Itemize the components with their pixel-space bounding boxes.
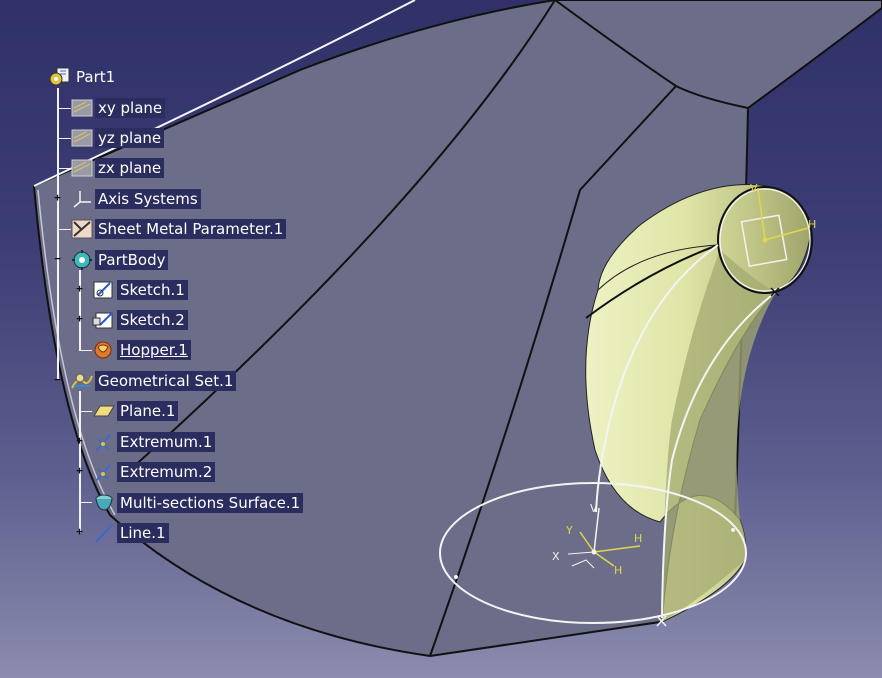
expand-toggle-line1[interactable]: + [76,525,83,538]
tree-node-extremum2[interactable]: Extremum.2 [92,461,216,483]
bottom-axis-label-x: X [552,550,560,563]
vertex-marker-top [770,287,780,297]
tree-connector [79,270,81,350]
sheet-metal-top-edge [33,0,416,187]
top-section-highlight [719,188,811,292]
tree-label: Sheet Metal Parameter.1 [95,219,287,239]
tree-label: Line.1 [117,523,169,543]
tree-label: Part1 [76,68,116,86]
tree-label: Hopper.1 [117,340,191,360]
tree-label: PartBody [95,250,169,270]
ellipse-point [731,528,735,532]
bottom-section-ellipse[interactable] [439,482,747,624]
plane-icon [70,97,94,119]
bottom-axis-label-v: V [590,502,598,515]
tree-node-sketch2[interactable]: Sketch.2 [92,309,188,331]
line-icon [92,522,116,544]
tree-node-sketch1[interactable]: Sketch.1 [92,279,188,301]
axis-system-icon [70,188,94,210]
part-icon [48,66,72,88]
plane-feature-icon [92,400,116,422]
top-axis-triad: V H [750,182,816,243]
tree-label: Axis Systems [95,189,201,209]
surface-guide-curve-left [595,244,719,513]
tree-label: Plane.1 [117,401,179,421]
tree-label: zx plane [95,158,165,178]
tree-node-partbody[interactable]: PartBody [70,249,169,271]
tree-node-plane1[interactable]: Plane.1 [92,400,179,422]
tree-node-extremum1[interactable]: Extremum.1 [92,431,216,453]
sheet-metal-inner-rim [37,189,116,516]
bend-line-2 [429,85,677,657]
collapse-toggle-partbody[interactable]: − [54,252,61,265]
plane-icon [70,157,94,179]
sketch-icon [92,309,116,331]
tree-label: Extremum.1 [117,432,216,452]
partbody-gear-icon [70,249,94,271]
tree-node-geometrical-set1[interactable]: Geometrical Set.1 [70,370,237,392]
surface-dark-edge [585,244,719,319]
ellipse-point [454,575,458,579]
tree-label: xy plane [95,98,166,118]
tree-node-axis-systems[interactable]: Axis Systems [70,188,201,210]
tree-connector [57,229,71,230]
bottom-axis-triad: V H H Y X [552,502,642,577]
vertex-marker [656,615,667,627]
tree-connector [79,502,92,503]
multi-sections-surface-icon [92,492,116,514]
tree-label: Sketch.2 [117,310,188,330]
tree-label: Sketch.1 [117,280,188,300]
tree-connector [79,391,81,533]
expand-toggle-sketch2[interactable]: + [76,312,83,325]
tree-connector [57,88,59,380]
collapse-toggle-geometrical-set[interactable]: − [54,373,61,386]
tree-node-zx-plane[interactable]: zx plane [70,157,165,179]
sheet-corner-edge [554,0,749,109]
surface-inner-shade [662,250,776,622]
top-axis-label-h: H [808,218,816,231]
top-section-ellipse[interactable] [717,186,813,294]
sheet-metal-parameter-icon [70,218,94,240]
plane-icon [70,127,94,149]
tree-node-part1[interactable]: Part1 [48,66,118,88]
tree-node-xy-plane[interactable]: xy plane [70,97,166,119]
tree-connector [57,168,71,169]
tree-connector [79,411,92,412]
tree-connector [57,108,71,109]
top-section-plane-square [740,214,788,267]
tree-label: yz plane [95,128,165,148]
tree-connector [79,350,92,351]
tree-node-multi-sections-surface1[interactable]: Multi-sections Surface.1 [92,492,304,514]
bend-line-1 [129,0,556,471]
tree-label: Geometrical Set.1 [95,371,237,391]
extremum-icon [92,431,116,453]
expand-toggle-extremum2[interactable]: + [76,464,83,477]
geometrical-set-icon [70,370,94,392]
expand-toggle-sketch1[interactable]: + [76,282,83,295]
tree-node-hopper1[interactable]: Hopper.1 [92,339,191,361]
expand-toggle-axis-systems[interactable]: + [54,191,61,204]
tree-node-line1[interactable]: Line.1 [92,522,169,544]
tree-label: Extremum.2 [117,462,216,482]
tree-label: Multi-sections Surface.1 [117,493,304,513]
extremum-icon [92,461,116,483]
bottom-axis-label-h2: H [614,564,622,577]
hopper-icon [92,339,116,361]
bottom-axis-label-y: Y [565,524,573,537]
tree-node-sheet-metal-parameter[interactable]: Sheet Metal Parameter.1 [70,218,287,240]
tree-node-yz-plane[interactable]: yz plane [70,127,165,149]
tree-connector [57,138,71,139]
expand-toggle-extremum1[interactable]: + [76,434,83,447]
surface-guide-curve-right [661,291,777,619]
top-axis-label-v: V [750,182,758,195]
sketch-icon [92,279,116,301]
bottom-axis-label-h: H [634,532,642,545]
